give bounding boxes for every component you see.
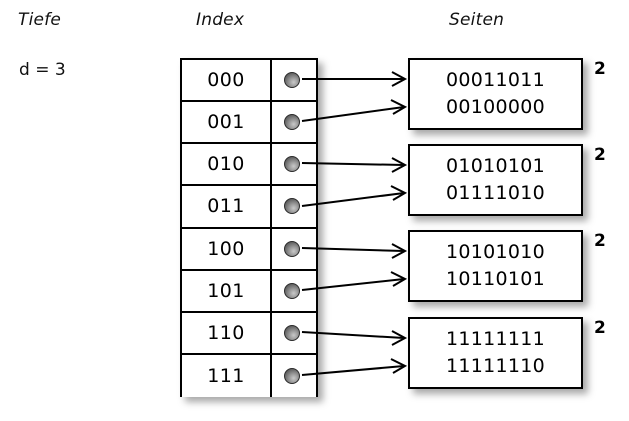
table-row: 000 xyxy=(182,60,316,103)
page-record-count: 2 xyxy=(594,231,606,251)
page-box: 01010101 01111010 xyxy=(408,144,583,216)
page-record: 10101010 xyxy=(445,241,546,264)
index-key: 001 xyxy=(182,102,272,143)
column-header-pages: Seiten xyxy=(449,10,505,30)
page-box: 00011011 00100000 xyxy=(408,58,583,130)
gray-sphere-bullet-icon xyxy=(284,240,300,257)
index-key: 010 xyxy=(182,144,272,185)
column-header-index: Index xyxy=(196,10,245,30)
table-row: 011 xyxy=(182,186,316,229)
index-table: 000 001 010 011 100 xyxy=(180,58,318,397)
index-key: 110 xyxy=(182,312,272,353)
index-key: 000 xyxy=(182,60,272,101)
page-record: 00011011 xyxy=(445,69,546,92)
gray-sphere-bullet-icon xyxy=(284,367,300,384)
page-record: 01111010 xyxy=(445,182,546,204)
page-record: 00100000 xyxy=(445,96,546,118)
page-box: 10101010 10110101 xyxy=(408,230,583,302)
index-key: 101 xyxy=(182,270,272,311)
page-record-count: 2 xyxy=(594,59,606,79)
page-box: 11111111 11111110 xyxy=(408,317,583,389)
gray-sphere-bullet-icon xyxy=(284,156,300,173)
index-pointer-cell xyxy=(272,144,316,184)
page-record: 11111110 xyxy=(445,355,546,377)
index-pointer-cell xyxy=(272,60,316,100)
gray-sphere-bullet-icon xyxy=(284,72,300,89)
index-key: 011 xyxy=(182,186,272,227)
gray-sphere-bullet-icon xyxy=(284,324,300,341)
index-key: 111 xyxy=(182,354,272,397)
table-row: 010 xyxy=(182,144,316,187)
index-key: 100 xyxy=(182,228,272,269)
depth-value-label: d = 3 xyxy=(19,60,66,80)
page-record-count: 2 xyxy=(594,318,606,338)
index-pointer-cell xyxy=(272,229,316,269)
page-record: 11111111 xyxy=(445,328,546,351)
index-pointer-cell xyxy=(272,186,316,226)
gray-sphere-bullet-icon xyxy=(284,198,300,215)
column-header-depth: Tiefe xyxy=(18,10,62,30)
gray-sphere-bullet-icon xyxy=(284,114,300,131)
page-record: 10110101 xyxy=(445,268,546,290)
table-row: 100 xyxy=(182,228,316,271)
page-record: 01010101 xyxy=(445,155,546,178)
index-pointer-cell xyxy=(272,313,316,353)
table-row: 101 xyxy=(182,270,316,313)
table-row: 111 xyxy=(182,354,316,397)
page-record-count: 2 xyxy=(594,145,606,165)
index-pointer-cell xyxy=(272,271,316,311)
index-pointer-cell xyxy=(272,102,316,142)
gray-sphere-bullet-icon xyxy=(284,282,300,299)
table-row: 001 xyxy=(182,102,316,145)
table-row: 110 xyxy=(182,312,316,355)
index-pointer-cell xyxy=(272,355,316,397)
